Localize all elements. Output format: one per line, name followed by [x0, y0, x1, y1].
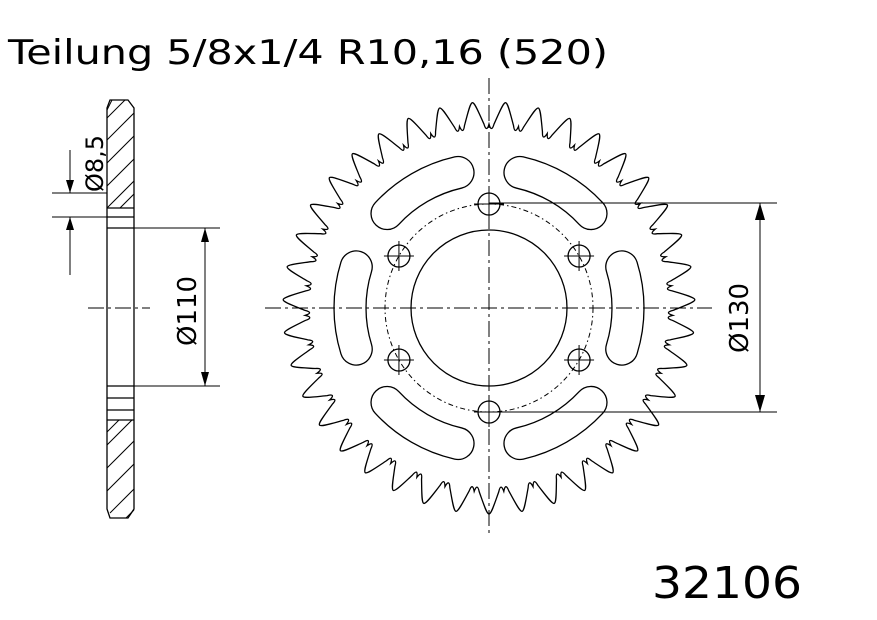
- side-view-outline: [106, 99, 135, 519]
- lightening-slot: [503, 155, 608, 231]
- hole-diameter-label: Ø8,5: [81, 135, 109, 192]
- bolt-holes: [383, 189, 595, 427]
- front-view: Ø130: [265, 78, 777, 536]
- bolt-circle-diameter-label: Ø130: [725, 283, 755, 353]
- lightening-slot: [370, 385, 475, 461]
- side-view: Ø8,5 Ø110: [52, 99, 220, 519]
- part-number: 32106: [652, 558, 802, 609]
- bolt-hole-center-mark: [383, 241, 414, 271]
- bolt-hole-center-mark: [564, 241, 595, 271]
- side-view-hatching-top: [106, 99, 135, 209]
- side-view-hatching-bottom: [106, 419, 135, 519]
- inner-diameter-label: Ø110: [173, 276, 203, 346]
- lightening-slot: [333, 250, 373, 366]
- sprocket-tooth-profile: [282, 102, 696, 515]
- lightening-slots: [333, 155, 645, 461]
- lightening-slot: [370, 155, 475, 231]
- center-bore: [410, 229, 568, 387]
- bolt-hole-center-mark: [383, 345, 414, 375]
- pitch-spec-title: Teilung 5/8x1/4 R10,16 (520): [7, 33, 608, 73]
- bolt-hole-center-mark: [474, 189, 504, 219]
- bolt-hole-center-mark: [564, 345, 595, 375]
- lightening-slot: [503, 385, 608, 461]
- lightening-slot: [605, 250, 645, 366]
